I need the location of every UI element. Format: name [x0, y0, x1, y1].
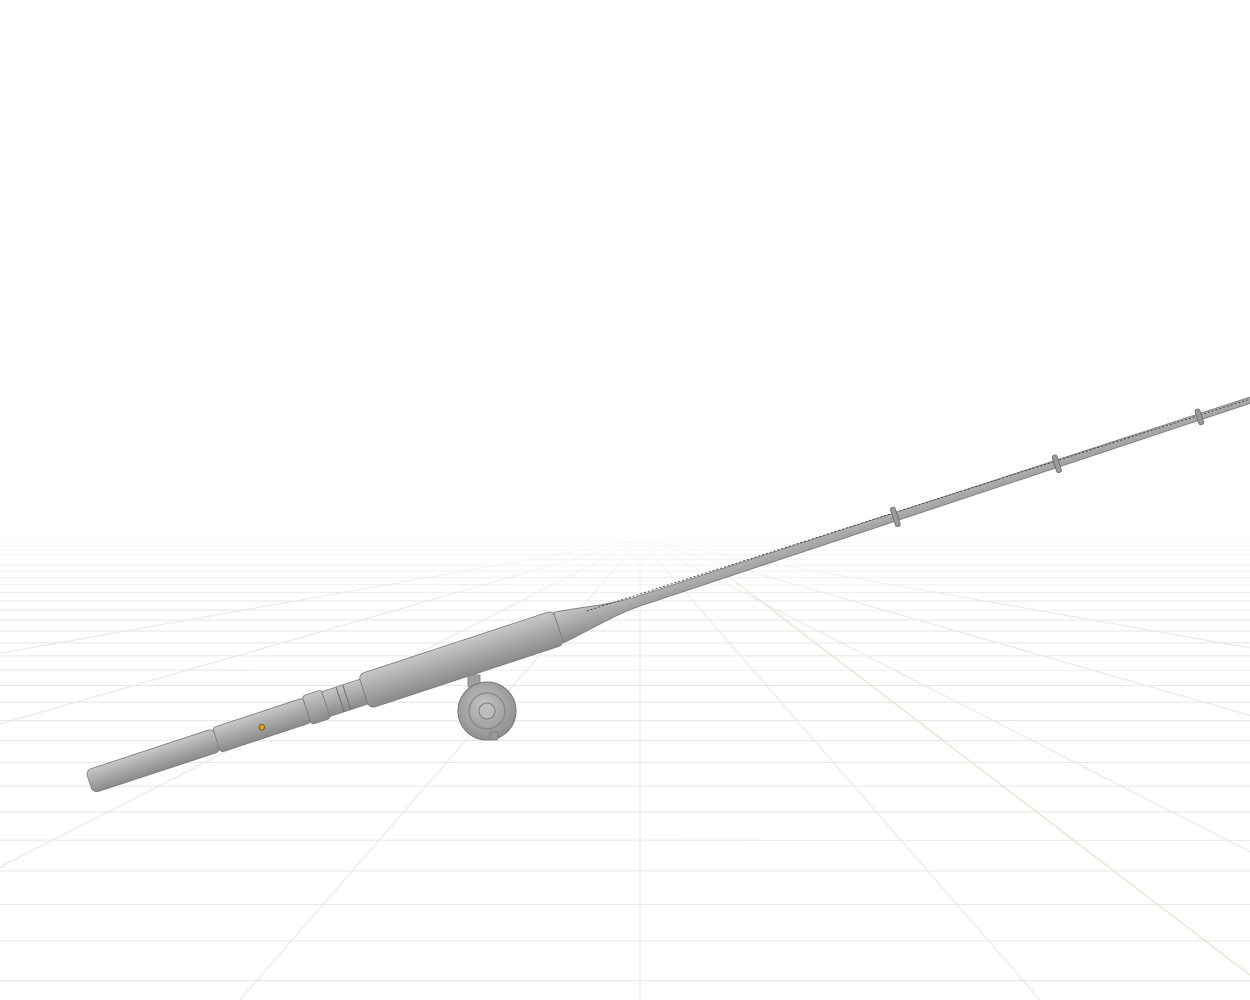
rod-butt — [86, 729, 221, 793]
reel-handle-knob — [489, 731, 499, 741]
origin-marker[interactable] — [258, 724, 265, 731]
fishing-rod[interactable] — [84, 377, 1250, 799]
reel-seat — [321, 678, 369, 717]
fishing-reel — [457, 674, 517, 741]
reel-seat-ring — [335, 686, 345, 712]
reel-rim — [468, 692, 506, 730]
reel-seat-ring — [342, 684, 352, 710]
rod-grip — [359, 611, 564, 708]
grid-line — [639, 539, 1041, 1000]
horizon-fade — [0, 520, 1250, 610]
reel-hub — [478, 702, 496, 720]
x-axis-line — [719, 569, 1250, 976]
fishing-line — [586, 392, 1250, 612]
rod-blank — [553, 390, 1250, 644]
rod-guides — [889, 408, 1205, 528]
